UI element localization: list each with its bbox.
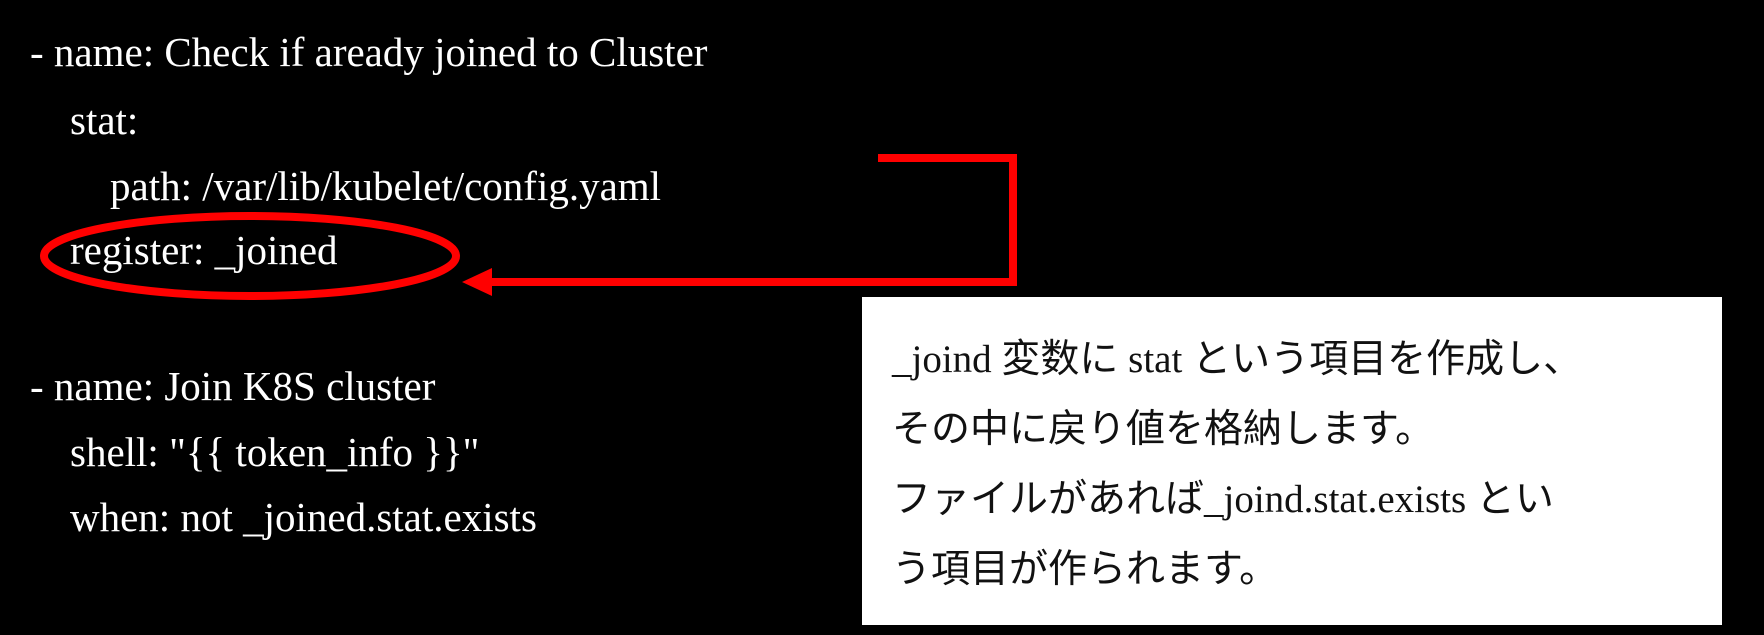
note-line: その中に戻り値を格納します。 (892, 408, 1435, 451)
code-line-stat: stat: (70, 97, 139, 143)
bracket-arrow-line (485, 154, 1017, 286)
code-line-shell: shell: "{{ token_info }}" (70, 429, 480, 475)
arrow-head-icon (462, 268, 492, 296)
note-line: う項目が作られます。 (892, 548, 1279, 591)
highlight-ellipse (40, 212, 460, 300)
note-line: _joind 変数に stat という項目を作成し、 (892, 338, 1583, 381)
code-line-task2-name: - name: Join K8S cluster (30, 363, 436, 409)
code-line-task1-name: - name: Check if aready joined to Cluste… (30, 29, 708, 75)
explanation-note: _joind 変数に stat という項目を作成し、 その中に戻り値を格納します… (862, 297, 1722, 625)
note-line: ファイルがあれば_joind.stat.exists とい (892, 478, 1554, 521)
code-line-when: when: not _joined.stat.exists (70, 494, 537, 540)
code-line-path: path: /var/lib/kubelet/config.yaml (110, 163, 662, 209)
code-line-register: register: _joined (70, 227, 338, 273)
